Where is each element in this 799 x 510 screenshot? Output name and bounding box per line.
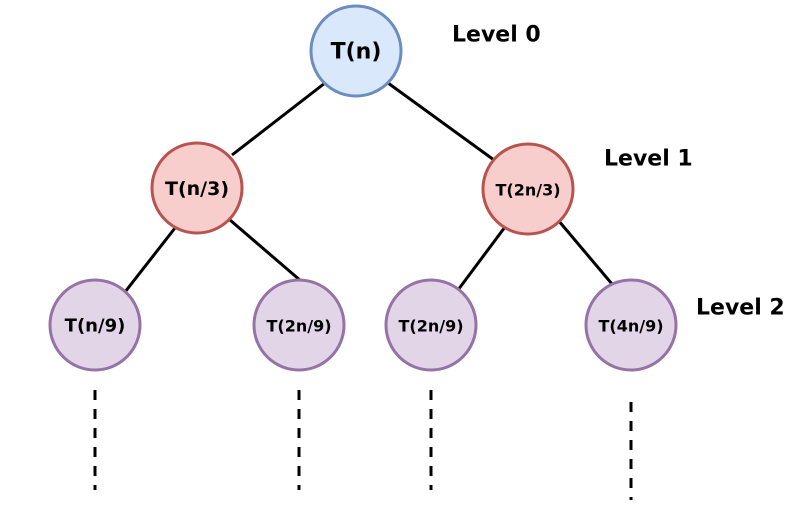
node-rr-label: T(4n/9) [598,317,663,336]
node-ll-label: T(n/9) [65,316,126,337]
node-lr-label: T(2n/9) [266,317,331,336]
node-lr: T(2n/9) [252,278,346,372]
node-right: T(2n/3) [481,142,575,236]
node-root-circle [309,4,403,98]
tree-edges [123,81,614,293]
node-lr-circle [252,278,346,372]
node-root-label: T(n) [331,40,382,65]
node-rl-label: T(2n/9) [398,317,463,336]
node-left: T(n/3) [150,141,244,235]
node-root: T(n) [309,4,403,98]
node-left-circle [150,141,244,235]
edge-root-right [387,81,495,162]
node-right-label: T(2n/3) [495,181,560,200]
node-rr: T(4n/9) [584,278,678,372]
level-1-label: Level 1 [604,147,693,172]
node-rl: T(2n/9) [384,278,478,372]
edge-root-left [231,81,326,157]
level-0-label: Level 0 [452,23,541,48]
edge-left-lr [229,218,302,283]
node-ll-circle [48,278,142,372]
continuation-dots [93,390,633,500]
node-ll: T(n/9) [48,278,142,372]
node-rr-circle [584,278,678,372]
edge-left-ll [123,227,177,293]
node-right-circle [481,142,575,236]
level-2-label: Level 2 [696,296,785,321]
edge-right-rr [556,219,614,285]
node-left-label: T(n/3) [165,178,229,200]
node-rl-circle [384,278,478,372]
edge-right-rl [456,226,507,291]
